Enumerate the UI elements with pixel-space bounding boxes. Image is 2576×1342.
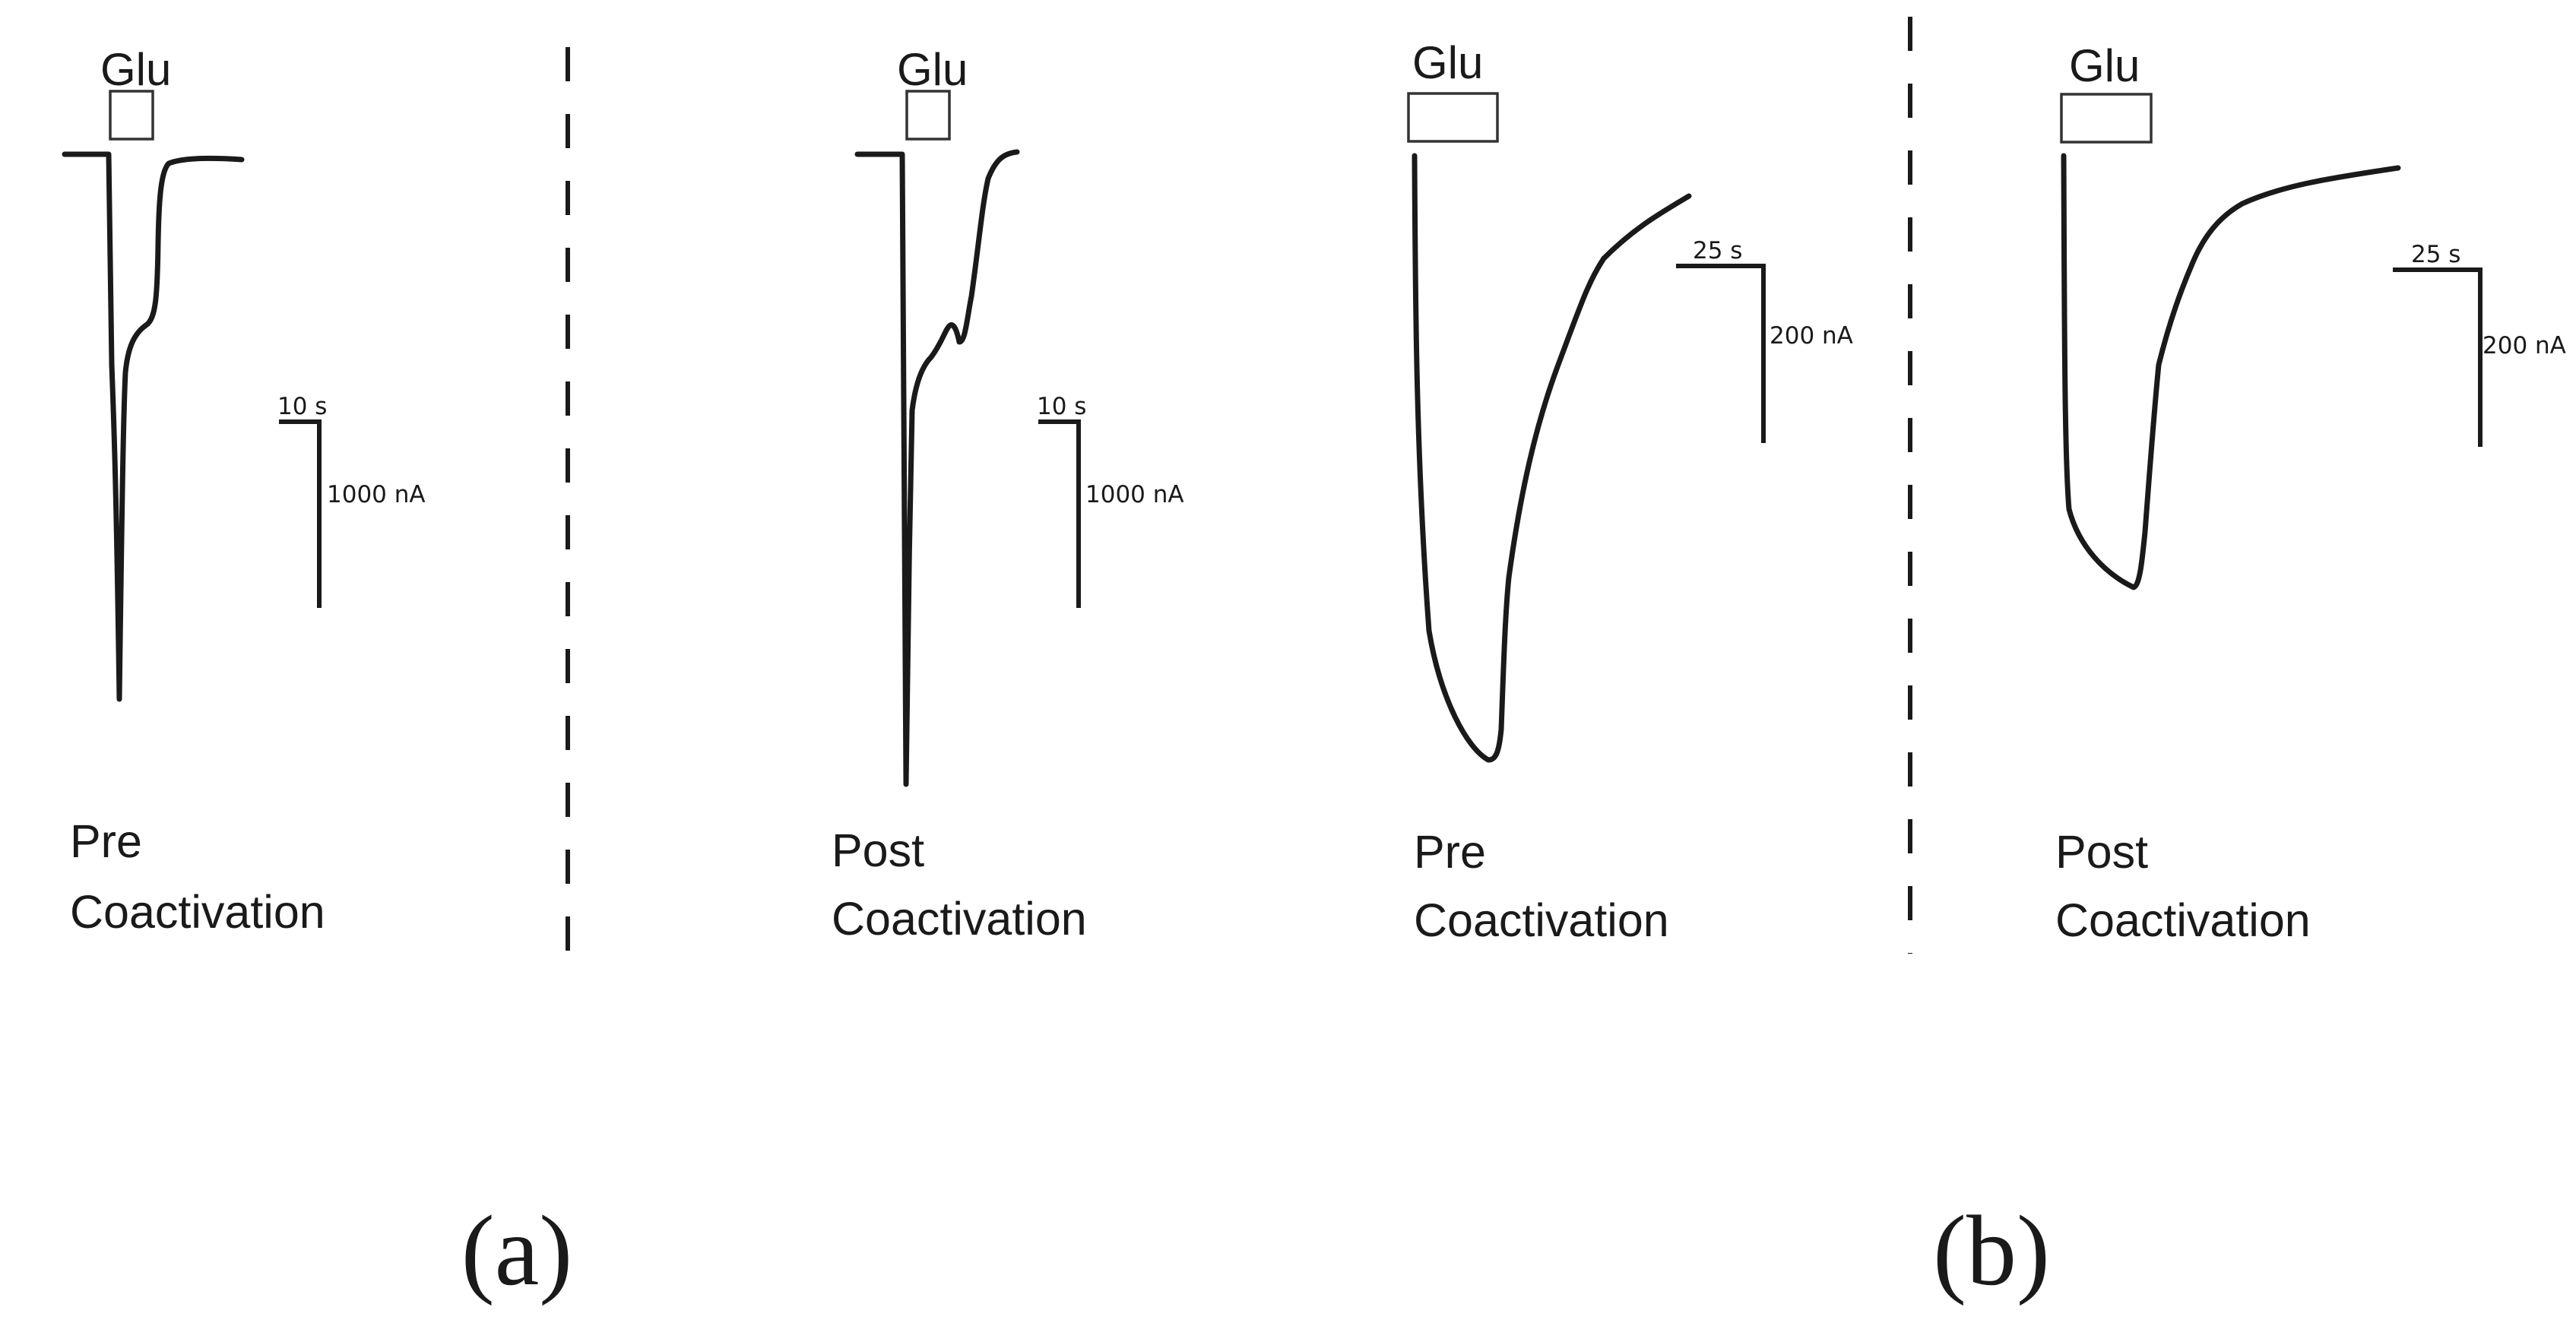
scale-current-label-b-post: 200 nA xyxy=(2483,332,2566,359)
condition-label-a-post-line1: Post xyxy=(832,825,924,876)
scale-bar-a-post xyxy=(1038,419,1081,608)
scale-time-label-b-post: 25 s xyxy=(2411,241,2460,268)
scale-current-label-a-pre: 1000 nA xyxy=(327,481,426,508)
scale-bar-b-post xyxy=(2393,267,2483,447)
condition-label-b-post-line1: Post xyxy=(2055,826,2148,878)
scale-current-label-a-post: 1000 nA xyxy=(1085,481,1184,508)
condition-label-a-pre-line1: Pre xyxy=(70,815,142,867)
trace-group-a-pre: Glu 10 s 1000 nA Pre Coactivation xyxy=(62,44,426,938)
panel-label-b: (b) xyxy=(1933,1195,2050,1306)
glu-label-a-pre: Glu xyxy=(100,44,171,95)
glu-application-box-b-pre xyxy=(1407,92,1499,143)
condition-label-b-pre-line2: Coactivation xyxy=(1414,894,1669,946)
current-trace-a-post xyxy=(854,149,1020,787)
glu-application-box-a-pre xyxy=(109,90,154,141)
scale-bar-a-pre xyxy=(279,419,322,608)
condition-label-a-pre-line2: Coactivation xyxy=(70,886,325,938)
trace-group-a-post: Glu 10 s 1000 nA Post Coactivation xyxy=(832,44,1184,945)
current-trace-b-pre xyxy=(1412,153,1692,763)
trace-group-b-pre: Glu 25 s 200 nA Pre Coactivation xyxy=(1407,37,1853,946)
glu-application-box-b-post xyxy=(2060,93,2153,144)
scale-bar-b-pre xyxy=(1676,264,1766,443)
condition-label-b-pre-line1: Pre xyxy=(1414,826,1486,878)
glu-label-b-pre: Glu xyxy=(1412,37,1483,88)
current-trace-b-post xyxy=(2061,153,2401,590)
panel-label-a: (a) xyxy=(461,1195,573,1306)
glu-label-a-post: Glu xyxy=(897,44,968,95)
scale-time-label-a-post: 10 s xyxy=(1037,393,1086,420)
scale-time-label-b-pre: 25 s xyxy=(1693,237,1742,264)
scale-current-label-b-pre: 200 nA xyxy=(1770,322,1853,350)
condition-label-a-post-line2: Coactivation xyxy=(832,893,1087,945)
condition-label-b-post-line2: Coactivation xyxy=(2055,894,2311,946)
trace-group-b-post: Glu 25 s 200 nA Post Coactivation xyxy=(2055,40,2566,946)
scale-time-label-a-pre: 10 s xyxy=(277,393,327,420)
current-trace-a-pre xyxy=(62,151,245,702)
glu-label-b-post: Glu xyxy=(2069,40,2140,91)
glu-application-box-a-post xyxy=(905,90,951,141)
